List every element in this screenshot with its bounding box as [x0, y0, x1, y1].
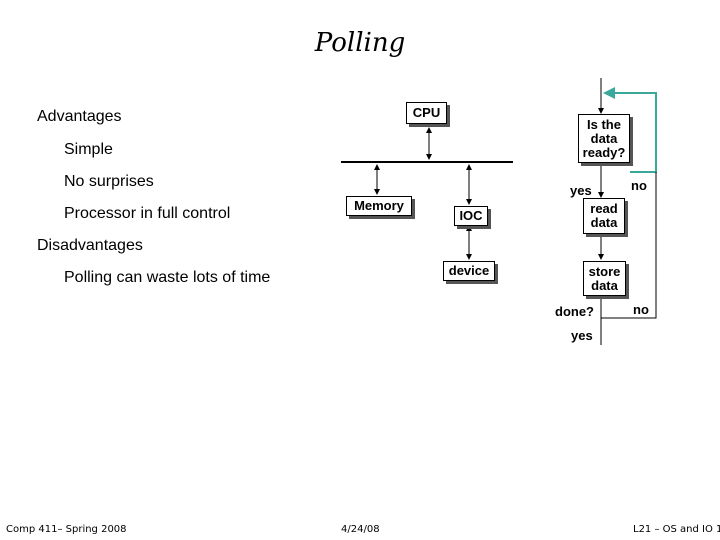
footer-course: Comp 411– Spring 2008 [6, 524, 127, 535]
no-label-done: no [633, 302, 649, 317]
bullet-disadvantages: Disadvantages [37, 237, 143, 254]
read-data-box: read data [583, 198, 625, 234]
not-done-loop [601, 172, 657, 319]
store-data-box: store data [583, 261, 626, 296]
yes-label-ready: yes [570, 183, 592, 198]
memory-box: Memory [346, 196, 412, 216]
footer-date: 4/24/08 [341, 524, 380, 535]
no-label-ready: no [631, 178, 647, 193]
slide-title: Polling [314, 28, 406, 58]
data-ready-decision-box: Is the data ready? [578, 114, 630, 163]
bullet-simple: Simple [64, 141, 113, 158]
bullet-processor-control: Processor in full control [64, 205, 231, 222]
bullet-advantages: Advantages [37, 108, 122, 125]
ioc-box: IOC [454, 206, 488, 226]
done-label: done? [555, 304, 594, 319]
yes-label-done: yes [571, 328, 593, 343]
cpu-box: CPU [406, 102, 447, 124]
footer-slide-number: L21 – OS and IO 19 [633, 524, 720, 535]
bullet-polling-waste: Polling can waste lots of time [64, 269, 271, 286]
bullet-no-surprises: No surprises [64, 173, 154, 190]
not-ready-loop [603, 87, 657, 173]
device-box: device [443, 261, 495, 281]
